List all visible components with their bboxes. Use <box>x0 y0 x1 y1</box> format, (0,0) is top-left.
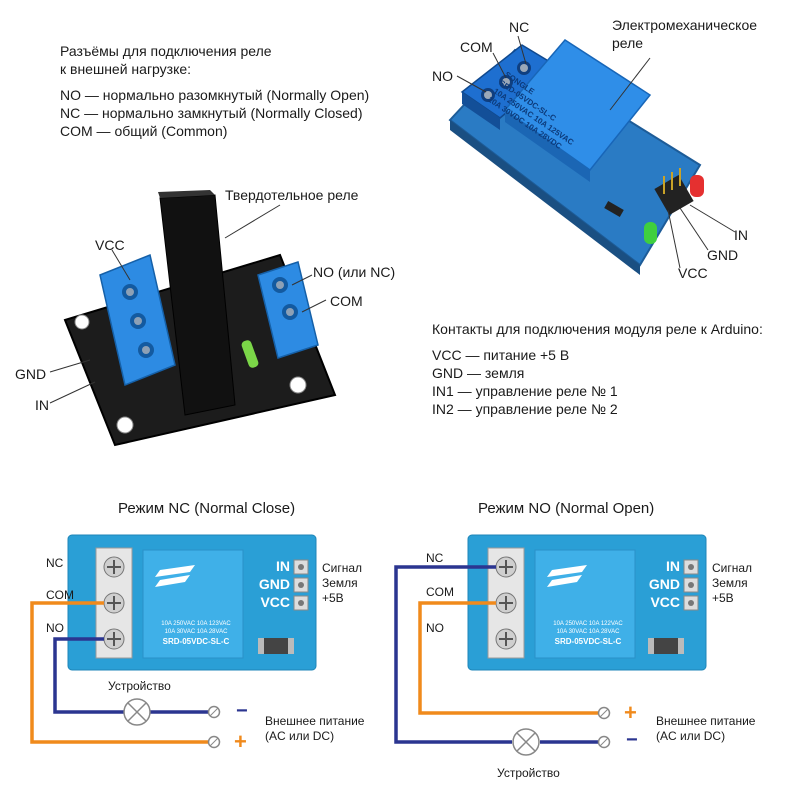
mode-nc-relay-rating-1: 10A 250VAC 10A 123VAC <box>161 621 231 627</box>
connectors-note-title-2: к внешней нагрузке: <box>60 61 192 77</box>
connectors-note-item-no: NO — нормально разомкнутый (Normally Ope… <box>60 87 370 103</box>
mode-nc-device-label: Устройство <box>108 679 171 693</box>
em-label-gnd: GND <box>707 247 739 263</box>
mode-nc-pin-desc: Сигнал Земля +5В <box>322 561 362 606</box>
arduino-note: Контакты для подключения модуля реле к A… <box>432 320 792 418</box>
ss-label-com: COM <box>330 293 363 309</box>
mode-no-title: Режим NO (Normal Open) <box>478 500 655 517</box>
mode-nc-power-1: Внешнее питание <box>265 714 365 728</box>
mode-nc-relay-text: 10A 250VAC 10A 123VAC 10A 30VAC 10A 28VA… <box>150 620 242 648</box>
mode-nc-pin-gnd: GND <box>258 576 290 592</box>
connectors-note-item-nc: NC — нормально замкнутый (Normally Close… <box>60 105 363 121</box>
arduino-note-title: Контакты для подключения модуля реле к A… <box>432 321 763 337</box>
mode-nc-desc-vcc: +5В <box>322 591 344 605</box>
mode-nc-label-com: COM <box>46 588 74 602</box>
mode-no-relay-model: SRD-05VDC-SL-C <box>554 637 622 646</box>
mode-no-relay-rating-1: 10A 250VAC 10A 122VAC <box>553 621 623 627</box>
mode-no-device-label: Устройство <box>497 766 560 780</box>
arduino-note-in1: IN1 — управление реле № 1 <box>432 383 618 399</box>
mode-nc-label-no: NO <box>46 621 64 635</box>
em-relay-marking: SONGLE SRD-05VDC-SL-C 10A 250VAC 10A 125… <box>486 70 616 176</box>
em-label-in: IN <box>734 227 748 243</box>
mode-no-desc-gnd: Земля <box>712 576 748 590</box>
mode-no-power-label: Внешнее питание (AC или DC) <box>656 714 755 744</box>
em-relay-title: Электромеханическое реле <box>612 16 792 52</box>
mode-no-desc-in: Сигнал <box>712 561 753 575</box>
mode-no-minus: − <box>626 729 638 751</box>
arduino-note-in2: IN2 — управление реле № 2 <box>432 401 618 417</box>
mode-nc-pin-vcc: VCC <box>260 594 290 610</box>
mode-nc-desc-in: Сигнал <box>322 561 363 575</box>
ss-relay-title: Твердотельное реле <box>225 187 359 203</box>
mode-no-power-2: (AC или DC) <box>656 729 726 743</box>
ss-label-gnd: GND <box>15 366 47 382</box>
em-label-no: NO <box>432 68 453 84</box>
em-label-nc: NC <box>509 19 530 35</box>
mode-nc-relay-model: SRD-05VDC-SL-C <box>162 637 230 646</box>
arduino-note-gnd: GND — земля <box>432 365 525 381</box>
mode-nc-label-nc: NC <box>46 556 64 570</box>
em-relay-title-1: Электромеханическое <box>612 17 758 33</box>
mode-no-pin-in: IN <box>666 558 680 574</box>
ss-label-no-nc: NO (или NC) <box>313 264 396 280</box>
em-label-com: COM <box>460 39 493 55</box>
mode-nc-power-2: (AC или DC) <box>265 729 335 743</box>
connectors-note: Разъёмы для подключения реле к внешней н… <box>60 42 390 140</box>
ss-label-vcc: VCC <box>95 237 125 253</box>
mode-no-pin-vcc: VCC <box>650 594 680 610</box>
mode-no-label-no: NO <box>426 621 444 635</box>
mode-nc-power-label: Внешнее питание (AC или DC) <box>265 714 364 744</box>
mode-no-relay-text: 10A 250VAC 10A 122VAC 10A 30VAC 10A 28VA… <box>542 620 634 648</box>
mode-no-label-nc: NC <box>426 551 444 565</box>
em-relay-title-2: реле <box>612 35 644 51</box>
mode-nc-title: Режим NC (Normal Close) <box>118 500 296 517</box>
mode-no-power-1: Внешнее питание <box>656 714 756 728</box>
mode-no-plus: + <box>624 700 637 725</box>
mode-no-desc-vcc: +5В <box>712 591 734 605</box>
connectors-note-item-com: COM — общий (Common) <box>60 123 228 139</box>
mode-nc-pin-in: IN <box>276 558 290 574</box>
mode-nc-relay-rating-2: 10A 30VAC 10A 28VAC <box>164 629 228 635</box>
mode-no-relay-rating-2: 10A 30VAC 10A 28VAC <box>556 629 620 635</box>
mode-nc-minus: − <box>236 700 248 722</box>
mode-no-label-com: COM <box>426 585 454 599</box>
mode-no-pin-gnd: GND <box>648 576 680 592</box>
mode-no-pin-desc: Сигнал Земля +5В <box>712 561 752 606</box>
ss-label-in: IN <box>35 397 49 413</box>
mode-nc-desc-gnd: Земля <box>322 576 358 590</box>
arduino-note-vcc: VCC — питание +5 В <box>432 347 570 363</box>
connectors-note-title-1: Разъёмы для подключения реле <box>60 43 272 59</box>
em-label-vcc: VCC <box>678 265 708 281</box>
mode-nc-plus: + <box>234 729 247 754</box>
